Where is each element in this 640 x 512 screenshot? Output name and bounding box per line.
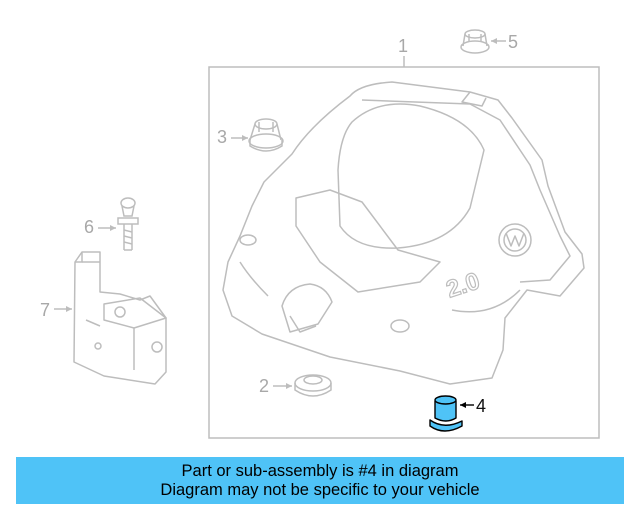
callout-3-label[interactable]: 3 <box>217 127 227 147</box>
callout-6-label[interactable]: 6 <box>84 217 94 237</box>
grommet-part-5[interactable] <box>460 29 490 54</box>
callout-7-label[interactable]: 7 <box>40 300 50 320</box>
banner-line-2: Diagram may not be specific to your vehi… <box>160 480 480 499</box>
engine-cover[interactable] <box>222 81 585 385</box>
callout-5-label[interactable]: 5 <box>508 32 518 52</box>
grommet-part-3[interactable] <box>248 118 284 152</box>
callout-4-label[interactable]: 4 <box>476 396 486 416</box>
banner-line-1: Part or sub-assembly is #4 in diagram <box>181 461 459 480</box>
info-banner: Part or sub-assembly is #4 in diagram Di… <box>16 457 624 504</box>
engine-badge: 2.0 <box>443 268 483 304</box>
callout-1-label[interactable]: 1 <box>398 36 408 56</box>
grommet-part-2[interactable] <box>294 374 332 397</box>
ball-stud-part-6[interactable] <box>117 197 139 251</box>
bracket-part-7[interactable] <box>73 251 167 385</box>
grommet-part-4-highlighted[interactable] <box>429 395 463 432</box>
callout-2-label[interactable]: 2 <box>259 376 269 396</box>
